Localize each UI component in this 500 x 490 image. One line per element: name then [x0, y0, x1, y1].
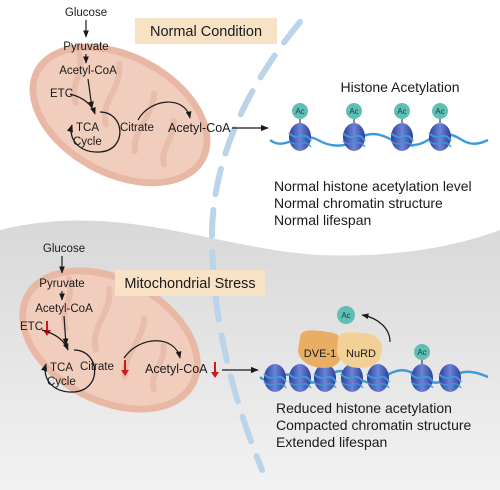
- ac-label: Ac: [417, 348, 426, 357]
- nucleosome-normal-3: Ac: [390, 103, 414, 151]
- stress-condition-panel: Mitochondrial Stress Glucose Pyruvate Ac…: [19, 243, 489, 450]
- released-ac-label: Ac: [341, 311, 350, 320]
- nucleosome-stress-2: [288, 364, 312, 392]
- acetyl-coa-mito-stress-label: Acetyl-CoA: [35, 303, 93, 315]
- cycle-label: Cycle: [73, 136, 102, 148]
- normal-outcome-2: Normal chromatin structure: [274, 195, 443, 211]
- nucleosome-stress-6: Ac: [410, 344, 434, 392]
- dashed-divider: [208, 19, 303, 473]
- dve1-shape: [298, 330, 344, 368]
- stress-outcome-2: Compacted chromatin structure: [276, 417, 472, 433]
- stress-condition-label: Mitochondrial Stress: [124, 276, 255, 292]
- stress-outcome-1: Reduced histone acetylation: [276, 400, 452, 416]
- chromatin-normal: Ac Ac Ac Ac: [269, 103, 489, 151]
- stress-condition-box: [115, 270, 265, 296]
- pyruvate-stress-label: Pyruvate: [39, 278, 84, 290]
- nucleosome-stress-3: [313, 364, 337, 392]
- chromatin-stress: Ac: [259, 344, 489, 392]
- citrate-stress-label: Citrate: [80, 361, 114, 373]
- stress-outcomes: Reduced histone acetylation Compacted ch…: [276, 400, 472, 450]
- ac-ball: [394, 103, 410, 119]
- normal-condition-box: [135, 18, 277, 44]
- normal-condition-label: Normal Condition: [150, 24, 262, 40]
- nurd-shape: [337, 332, 383, 368]
- normal-condition-panel: Normal Condition Glucose Pyruvate Acetyl…: [29, 7, 489, 228]
- tca-label: TCA: [76, 122, 99, 134]
- nurd-label: NuRD: [346, 348, 376, 360]
- dve1-label: DVE-1: [304, 348, 336, 360]
- nucleosome-stress-1: [263, 364, 287, 392]
- mitochondrion-stress: [19, 267, 201, 413]
- dve1-nurd-complex: DVE-1 NuRD: [298, 330, 383, 368]
- nucleosome-stress-5: [366, 364, 390, 392]
- normal-outcomes: Normal histone acetylation level Normal …: [274, 178, 472, 228]
- nucleosome-stress-4: [340, 364, 364, 392]
- ac-label: Ac: [295, 107, 304, 116]
- citrate-down-arrow: [121, 360, 129, 376]
- acetyl-coa-mito-label: Acetyl-CoA: [59, 65, 117, 77]
- normal-outcome-3: Normal lifespan: [274, 212, 371, 228]
- tca-cycle-arrow: [66, 111, 121, 153]
- stress-outcome-3: Extended lifespan: [276, 434, 387, 450]
- ac-label: Ac: [435, 107, 444, 116]
- etc-stress-label: ETC: [20, 321, 43, 333]
- mitochondrion-normal: [29, 43, 211, 187]
- ac-ball: [346, 103, 362, 119]
- nucleosome-normal-2: Ac: [342, 103, 366, 151]
- glucose-stress-label: Glucose: [43, 243, 85, 255]
- tca-cycle-stress-arrow: [41, 349, 96, 393]
- ac-label: Ac: [397, 107, 406, 116]
- glucose-label: Glucose: [65, 7, 107, 19]
- ac-label: Ac: [349, 107, 358, 116]
- etc-label: ETC: [50, 88, 73, 100]
- acetyl-coa-cyto-label: Acetyl-CoA: [168, 121, 231, 135]
- citrate-label: Citrate: [120, 122, 154, 134]
- ac-ball: [414, 344, 430, 360]
- histone-acetylation-title: Histone Acetylation: [340, 79, 459, 95]
- acetyl-coa-down-arrow: [211, 362, 219, 378]
- pyruvate-label: Pyruvate: [63, 41, 108, 53]
- nucleosome-stress-7: [438, 364, 462, 392]
- cycle-stress-label: Cycle: [47, 376, 76, 388]
- nucleosome-normal-1: Ac: [288, 103, 312, 151]
- ac-ball: [432, 103, 448, 119]
- tca-stress-label: TCA: [50, 362, 73, 374]
- released-ac: Ac: [337, 306, 355, 324]
- normal-outcome-1: Normal histone acetylation level: [274, 178, 472, 194]
- acetyl-coa-cyto-stress-label: Acetyl-CoA: [145, 362, 208, 376]
- ac-ball: [292, 103, 308, 119]
- nucleosome-normal-4: Ac: [428, 103, 452, 151]
